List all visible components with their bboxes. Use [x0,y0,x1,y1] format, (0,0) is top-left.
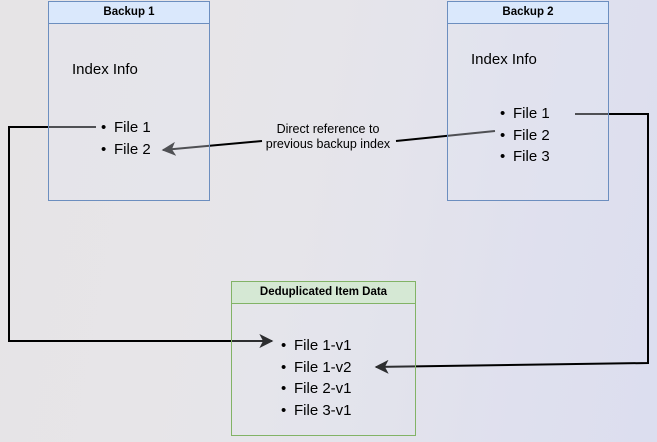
edge-label-direct-reference: Direct reference to previous backup inde… [248,122,408,152]
list-item[interactable]: File 1 [101,117,151,139]
list-item[interactable]: File 3 [500,146,550,168]
edge-label-line-2: previous backup index [265,137,391,151]
backup-2-file-list: File 1 File 2 File 3 [500,103,550,168]
backup-1-file-list: File 1 File 2 [101,117,151,160]
list-item[interactable]: File 2 [101,139,151,161]
node-backup-2[interactable]: Backup 2 [447,1,609,201]
list-item[interactable]: File 1-v1 [281,335,352,357]
deduplicated-item-list: File 1-v1 File 1-v2 File 2-v1 File 3-v1 [281,335,352,421]
node-deduplicated-item-data-header: Deduplicated Item Data [232,282,415,304]
backup-2-section-label: Index Info [471,51,537,68]
node-backup-2-header: Backup 2 [448,2,608,24]
list-item[interactable]: File 2 [500,125,550,147]
list-item[interactable]: File 1 [500,103,550,125]
list-item[interactable]: File 3-v1 [281,400,352,422]
backup-1-section-label: Index Info [72,61,138,78]
list-item[interactable]: File 1-v2 [281,357,352,379]
edge-label-line-1: Direct reference to [276,122,380,136]
node-backup-1[interactable]: Backup 1 [48,1,210,201]
list-item[interactable]: File 2-v1 [281,378,352,400]
node-backup-1-header: Backup 1 [49,2,209,24]
